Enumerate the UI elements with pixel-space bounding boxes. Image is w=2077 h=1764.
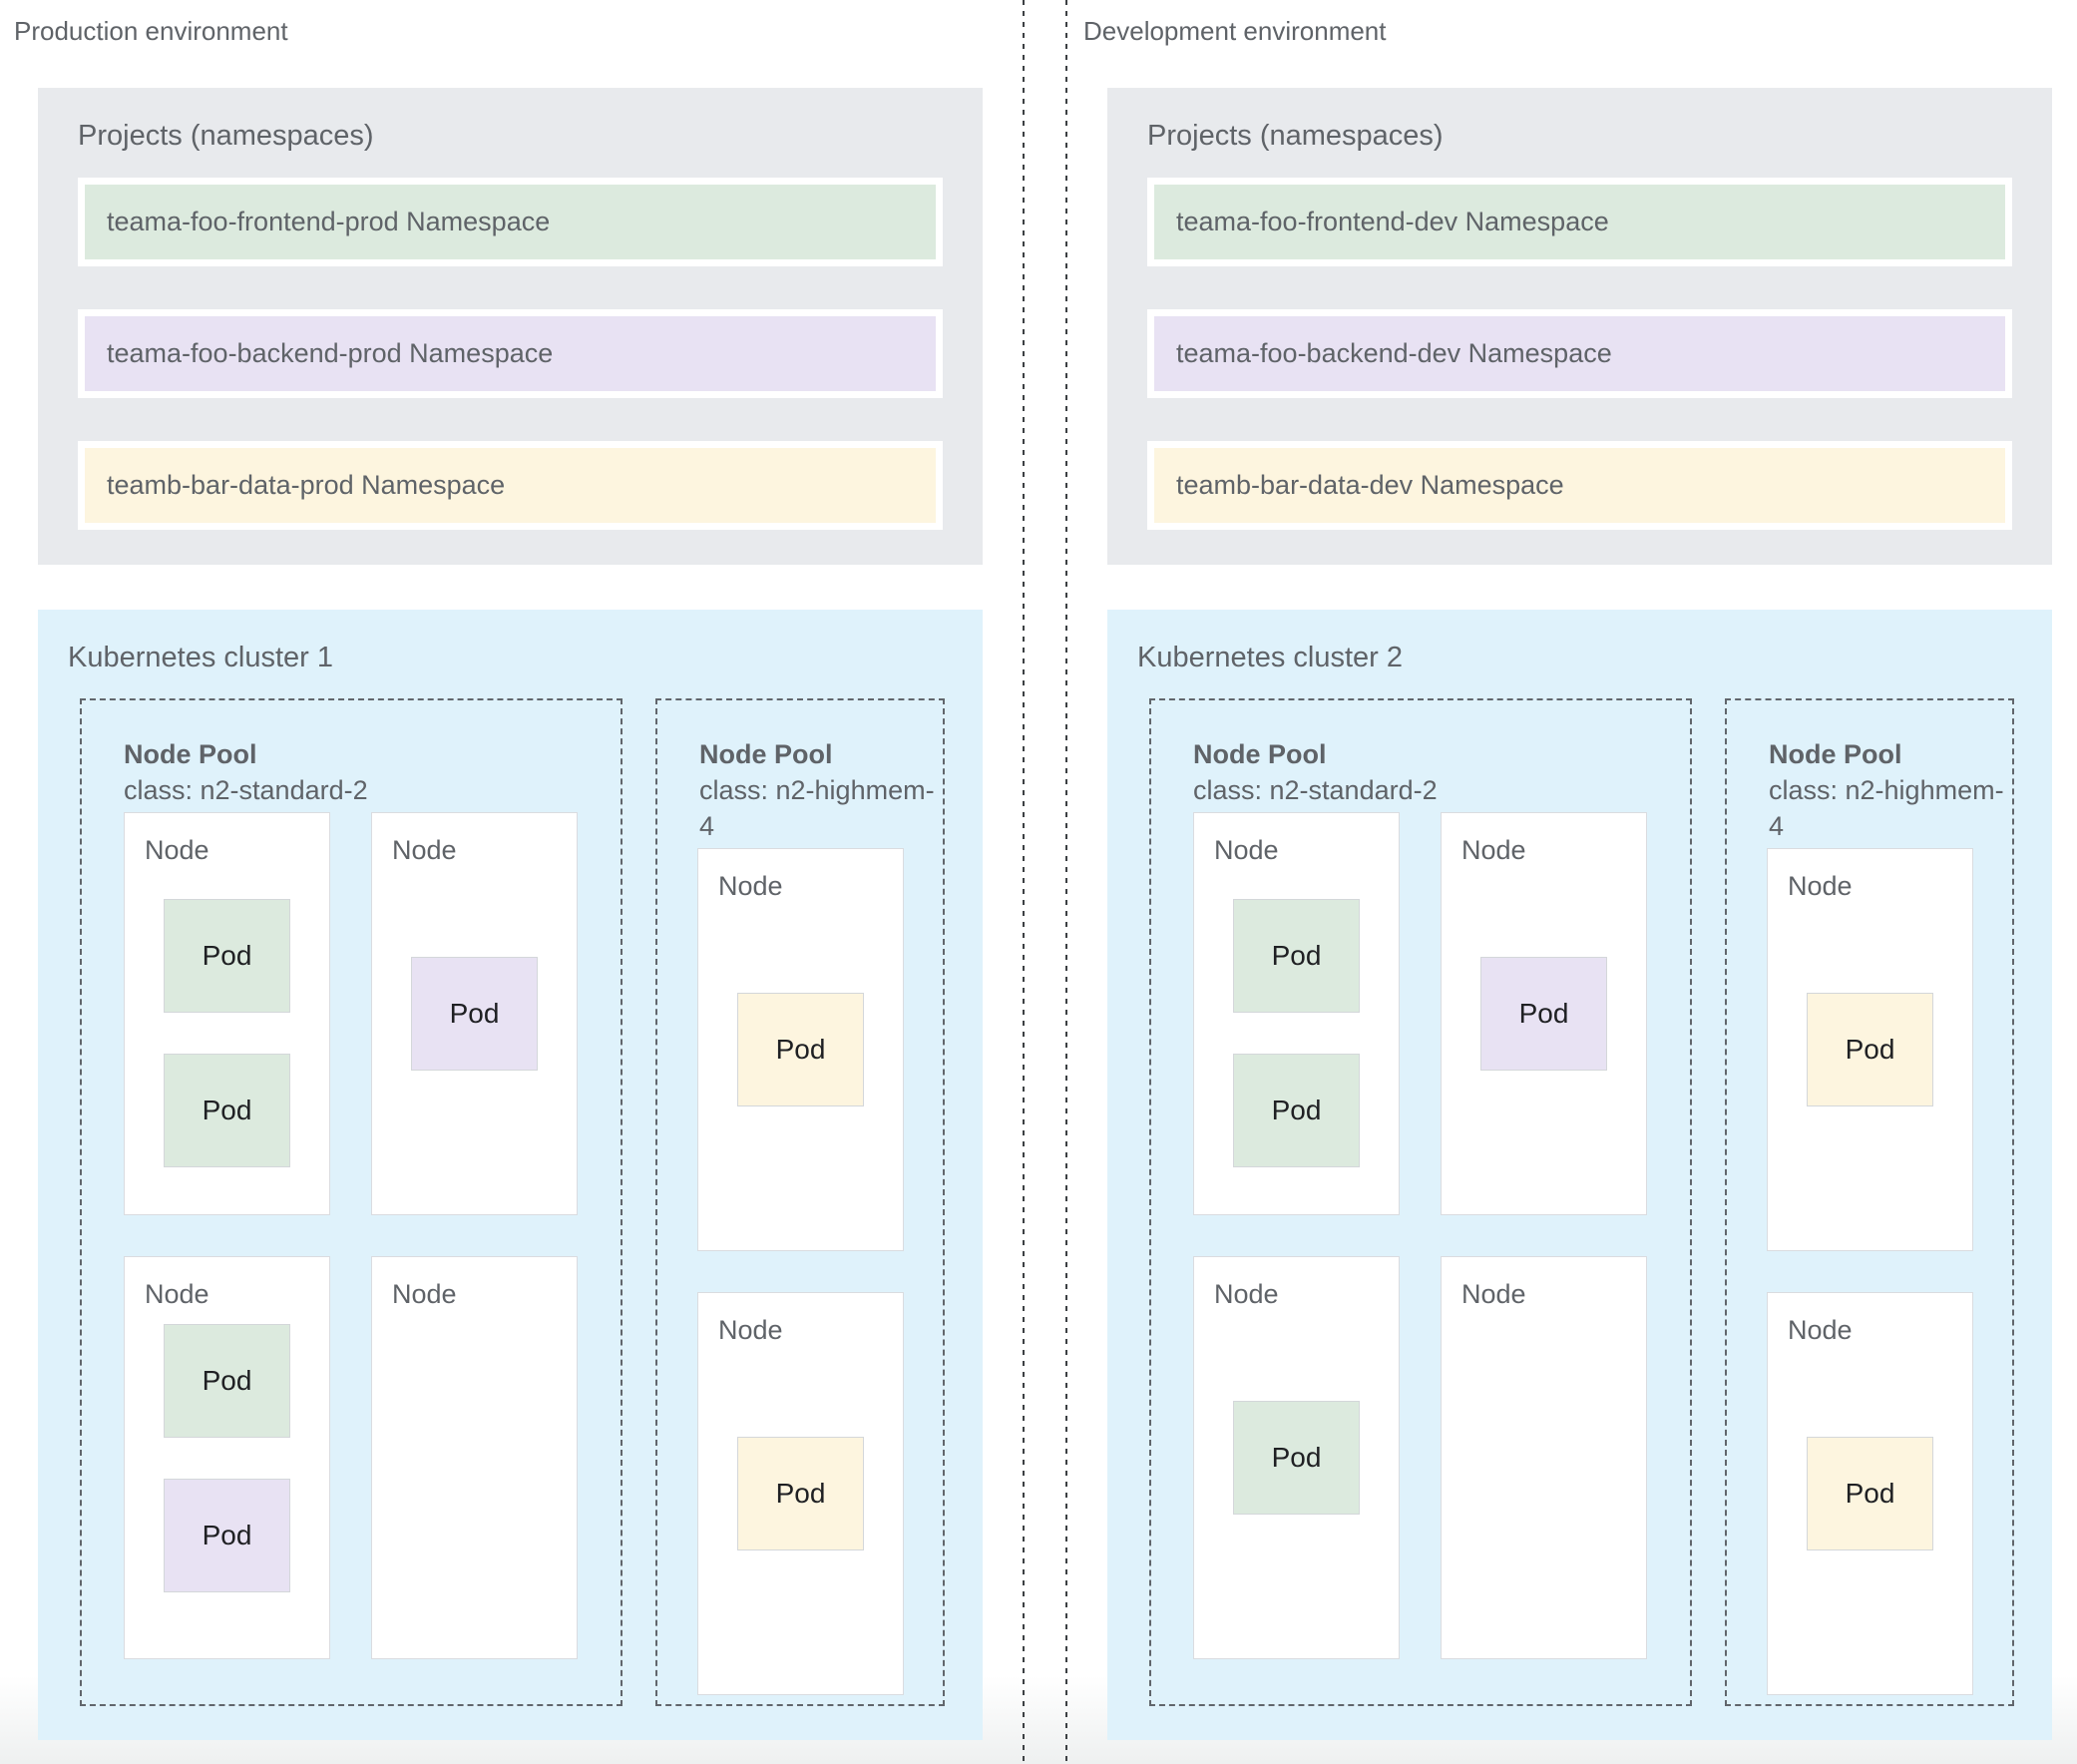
pod-green: Pod — [164, 1054, 290, 1167]
node-pool-class: class: n2-highmem-4 — [699, 775, 935, 841]
node-label: Node — [1214, 1279, 1279, 1309]
node-pool-header: Node Pool class: n2-standard-2 — [124, 736, 621, 808]
node-card: Pod Node — [1193, 1256, 1400, 1659]
node-label: Node — [1461, 1279, 1526, 1309]
development-environment-label: Development environment — [1083, 16, 1387, 46]
namespace-bar-purple: teama-foo-backend-prod Namespace — [78, 309, 943, 398]
pod-purple: Pod — [1480, 957, 1607, 1071]
pod-yellow: Pod — [1807, 993, 1933, 1106]
namespace-bar-yellow: teamb-bar-data-prod Namespace — [78, 441, 943, 530]
projects-title: Projects (namespaces) — [1147, 120, 1444, 152]
node-pods: Pod — [1768, 849, 1972, 1250]
node-label: Node — [392, 1279, 457, 1309]
node-pods — [1442, 1257, 1646, 1658]
projects-box: Projects (namespaces) teama-foo-frontend-… — [38, 88, 983, 565]
node-card: Node — [371, 1256, 578, 1659]
node-pool-header: Node Pool class: n2-highmem-4 — [1769, 736, 2012, 844]
node-pods: Pod — [698, 1293, 903, 1694]
node-pods: Pod — [1768, 1293, 1972, 1694]
node-label: Node — [1461, 835, 1526, 865]
namespace-label: teamb-bar-data-dev Namespace — [1176, 470, 1564, 500]
namespace-label: teama-foo-frontend-dev Namespace — [1176, 207, 1609, 236]
namespace-bar-green: teama-foo-frontend-dev Namespace — [1147, 178, 2012, 266]
node-pods: Pod — [372, 813, 577, 1214]
node-label: Node — [1788, 1315, 1853, 1345]
node-card: Pod Node — [1767, 848, 1973, 1251]
node-pool-class: class: n2-standard-2 — [124, 775, 368, 805]
environment-divider-line-left — [1023, 0, 1025, 1764]
node-pool-header: Node Pool class: n2-highmem-4 — [699, 736, 943, 844]
pod-green: Pod — [1233, 899, 1360, 1013]
node-label: Node — [392, 835, 457, 865]
kubernetes-cluster-box: Kubernetes cluster 2 Node Pool class: n2-s… — [1107, 610, 2052, 1740]
cluster-title: Kubernetes cluster 1 — [68, 642, 333, 673]
namespace-label: teama-foo-backend-dev Namespace — [1176, 338, 1612, 368]
projects-title: Projects (namespaces) — [78, 120, 374, 152]
node-card: Pod Node — [371, 812, 578, 1215]
node-pods: Pod — [1194, 1257, 1399, 1658]
namespace-bar-yellow: teamb-bar-data-dev Namespace — [1147, 441, 2012, 530]
pod-green: Pod — [164, 1323, 290, 1438]
node-pool-title: Node Pool — [1769, 739, 1902, 769]
node-pool-title: Node Pool — [1193, 739, 1327, 769]
node-pods: Pod — [698, 849, 903, 1250]
namespace-label: teama-foo-backend-prod Namespace — [107, 338, 554, 368]
node-pool-title: Node Pool — [124, 739, 257, 769]
namespace-label: teama-foo-frontend-prod Namespace — [107, 207, 551, 236]
pod-green: Pod — [1233, 1401, 1360, 1515]
pod-yellow: Pod — [1807, 1437, 1933, 1550]
node-pool-class: class: n2-highmem-4 — [1769, 775, 2004, 841]
node-label: Node — [145, 1279, 209, 1309]
production-environment-label: Production environment — [14, 16, 288, 46]
node-label: Node — [1214, 835, 1279, 865]
node-label: Node — [1788, 871, 1853, 901]
kubernetes-cluster-box: Kubernetes cluster 1 Node Pool class: n2-s… — [38, 610, 983, 1740]
namespace-bar-green: teama-foo-frontend-prod Namespace — [78, 178, 943, 266]
pod-yellow: Pod — [737, 1437, 864, 1550]
namespace-bar-purple: teama-foo-backend-dev Namespace — [1147, 309, 2012, 398]
pod-yellow: Pod — [737, 993, 864, 1106]
cluster-title: Kubernetes cluster 2 — [1137, 642, 1403, 673]
projects-box: Projects (namespaces) teama-foo-frontend-… — [1107, 88, 2052, 565]
pod-purple: Pod — [164, 1478, 290, 1592]
node-card: Pod Node — [1441, 812, 1647, 1215]
node-label: Node — [145, 835, 209, 865]
node-pool-class: class: n2-standard-2 — [1193, 775, 1438, 805]
environment-boxes: Projects (namespaces) teama-foo-frontend-… — [1107, 88, 2052, 1740]
node-card: Pod Node — [697, 1292, 904, 1695]
node-label: Node — [718, 1315, 783, 1345]
node-pods: Pod — [1442, 813, 1646, 1214]
environment-divider-line-right — [1065, 0, 1067, 1764]
node-card: Pod Node — [1767, 1292, 1973, 1695]
pod-green: Pod — [164, 899, 290, 1013]
pod-purple: Pod — [411, 957, 538, 1071]
node-pods — [372, 1257, 577, 1658]
pod-green: Pod — [1233, 1054, 1360, 1167]
node-pool-title: Node Pool — [699, 739, 833, 769]
namespace-label: teamb-bar-data-prod Namespace — [107, 470, 506, 500]
node-card: Node — [1441, 1256, 1647, 1659]
node-label: Node — [718, 871, 783, 901]
node-pool-header: Node Pool class: n2-standard-2 — [1193, 736, 1690, 808]
node-card: Pod Node — [697, 848, 904, 1251]
environment-boxes: Projects (namespaces) teama-foo-frontend-… — [38, 88, 983, 1740]
